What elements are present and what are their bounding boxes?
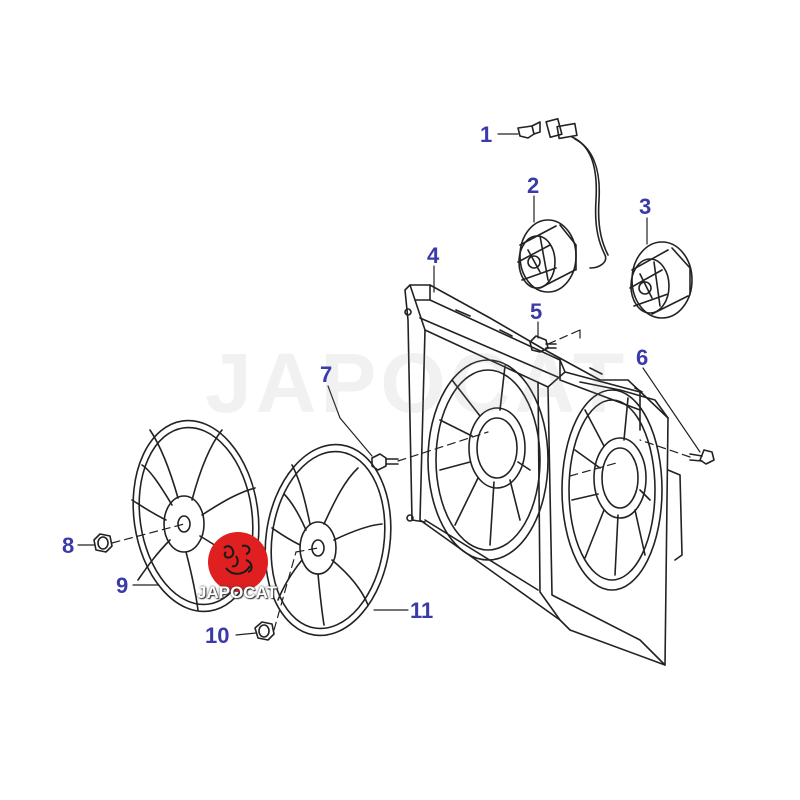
japocat-logo — [208, 532, 268, 592]
callout-4[interactable]: 4 — [427, 243, 440, 268]
callout-3[interactable]: 3 — [639, 194, 652, 219]
fan-blade-11 — [264, 443, 392, 637]
bolt-7 — [371, 453, 399, 471]
callout-9[interactable]: 9 — [116, 573, 129, 598]
callout-8[interactable]: 8 — [62, 533, 75, 558]
callout-1[interactable]: 1 — [480, 122, 493, 147]
leader-lines — [77, 133, 701, 636]
fan-motor-2 — [629, 241, 693, 319]
connector-clip — [517, 121, 541, 139]
callout-7[interactable]: 7 — [320, 362, 333, 387]
assembly-dashed-lines — [111, 329, 691, 631]
nut-10 — [254, 621, 275, 641]
fan-motor-1 — [517, 117, 609, 293]
bolt-6 — [689, 449, 715, 465]
callout-10[interactable]: 10 — [205, 623, 230, 648]
callout-11[interactable]: 11 — [410, 598, 434, 623]
callout-5[interactable]: 5 — [530, 299, 543, 324]
nut-8 — [93, 533, 113, 553]
callout-6[interactable]: 6 — [636, 345, 649, 370]
fan-shroud — [404, 284, 683, 666]
logo-text: JAPOCAT — [197, 583, 277, 602]
callout-2[interactable]: 2 — [527, 173, 540, 198]
